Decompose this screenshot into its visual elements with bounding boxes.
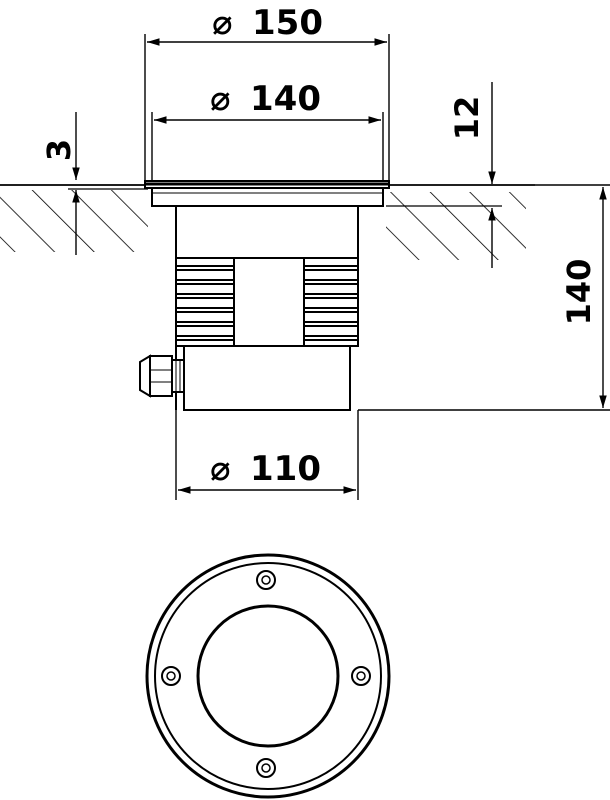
label-flange-thickness: 3 [40,139,78,161]
fin-center-block [233,257,305,347]
cable-gland [139,354,185,398]
label-diameter-150: 150 [252,3,323,43]
upper-housing [175,205,359,259]
label-total-height: 140 [560,259,598,326]
label-diameter-150-symbol: ⌀ [212,3,232,43]
lower-housing [183,345,351,411]
label-diameter-110: 110 [250,449,321,489]
label-recess-depth: 12 [448,96,486,141]
screw-right [351,666,371,686]
side-view [0,180,535,411]
dimension-labels: ⌀ 150 ⌀ 140 3 12 140 ⌀ 110 [40,3,598,489]
lens-circle [196,604,340,748]
cooling-fins [175,257,359,347]
ground-hatch-left [0,190,148,252]
flange-collar [151,187,384,207]
label-diameter-110-symbol: ⌀ [210,449,230,489]
label-diameter-140-symbol: ⌀ [210,79,230,119]
label-diameter-140: 140 [250,79,321,119]
ground-hatch-right [386,192,526,260]
screw-top [256,570,276,590]
dimensions [68,34,610,500]
screw-bottom [256,758,276,778]
top-view [145,553,391,799]
screw-left [161,666,181,686]
